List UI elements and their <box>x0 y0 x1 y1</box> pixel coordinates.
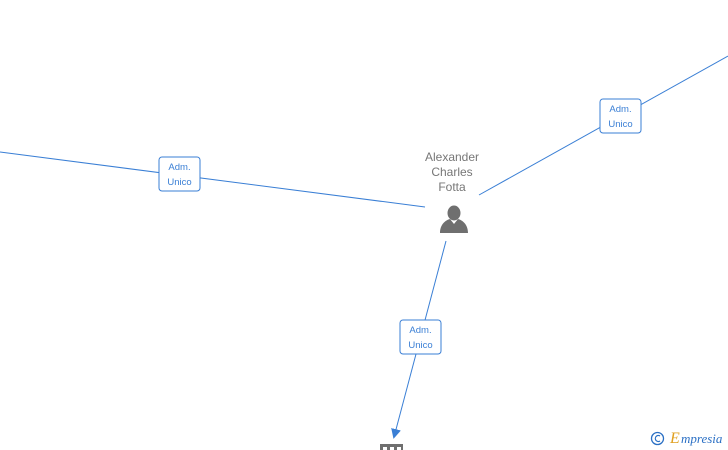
edge-label-left[interactable]: Adm. Unico <box>158 156 201 192</box>
edge-label-right[interactable]: Adm. Unico <box>599 98 642 134</box>
edge-label-line-1: Adm. <box>609 104 631 115</box>
person-name-line-3: Fotta <box>438 180 466 194</box>
person-name-line-1: Alexander <box>425 150 479 164</box>
edge-label-line-2: Unico <box>408 340 432 351</box>
brand-initial: E <box>669 430 680 447</box>
edge-label-down[interactable]: Adm. Unico <box>399 319 442 355</box>
brand-name: mpresia <box>681 431 723 446</box>
brand-watermark: E mpresia <box>650 430 723 447</box>
person-icon <box>440 205 468 233</box>
edge-label-line-2: Unico <box>608 119 632 130</box>
copyright-icon <box>650 431 665 446</box>
edge-label-line-1: Adm. <box>409 325 431 336</box>
person-node[interactable]: Alexander Charles Fotta <box>425 150 479 233</box>
edge-label-line-1: Adm. <box>168 162 190 173</box>
edge-left <box>0 151 426 208</box>
person-name-line-2: Charles <box>431 165 472 179</box>
building-icon[interactable] <box>380 444 403 450</box>
edge-label-line-2: Unico <box>167 177 191 188</box>
